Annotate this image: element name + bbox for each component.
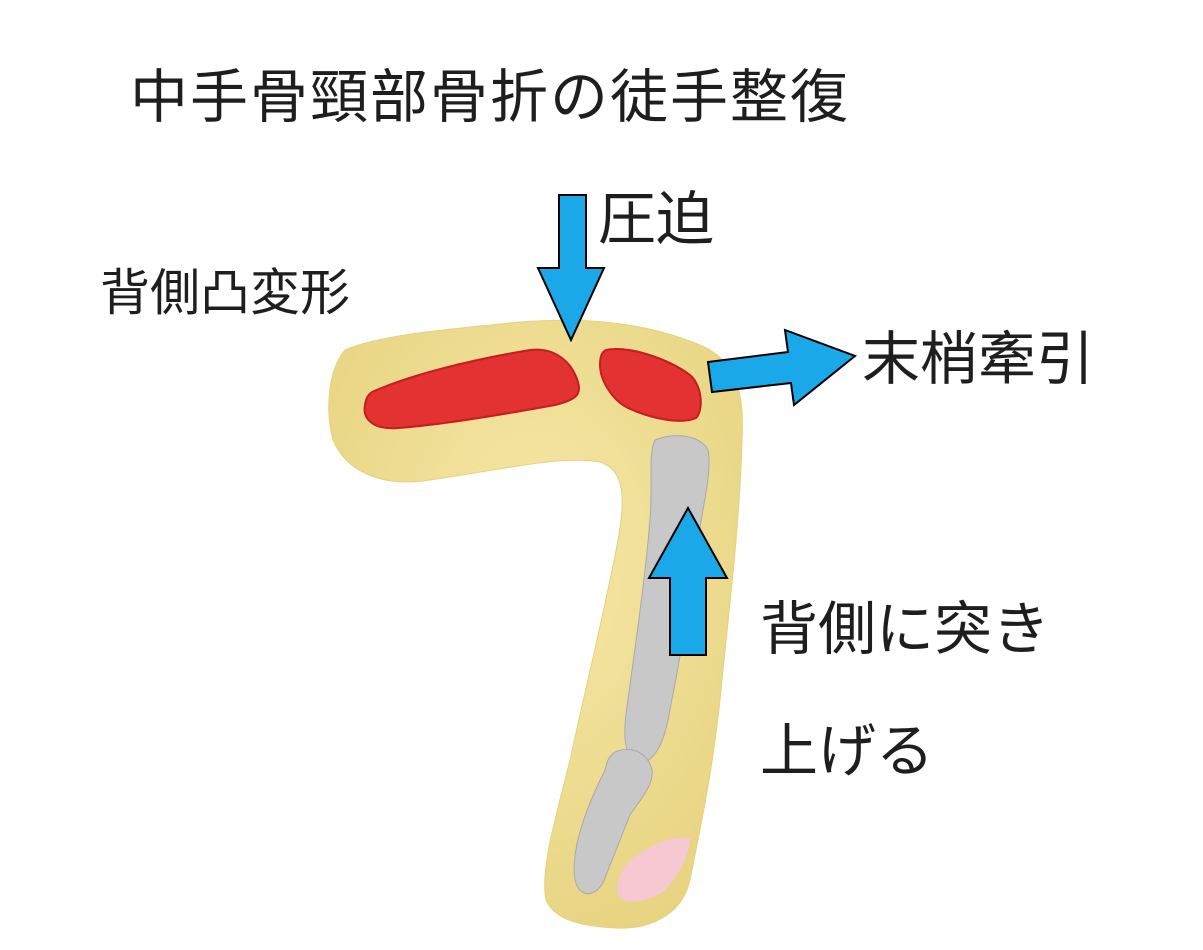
- compression-label: 圧迫: [598, 185, 715, 253]
- middle-phalanx-bone: [573, 748, 653, 894]
- distal-traction-label: 末梢牽引: [862, 325, 1095, 393]
- compression-arrow: [536, 194, 606, 343]
- push-up-label-line1: 背側に突き: [760, 595, 1051, 663]
- diagram-title: 中手骨頸部骨折の徒手整復: [130, 63, 851, 131]
- traction-arrow: [706, 328, 858, 407]
- dorsal-deformity-label: 背側凸変形: [100, 264, 350, 322]
- push-up-label-line2: 上げる: [760, 717, 935, 785]
- fingernail: [617, 837, 690, 902]
- metacarpal-shaft-fragment: [363, 348, 580, 430]
- metacarpal-head-fragment: [598, 348, 702, 422]
- push-up-arrow: [647, 505, 729, 656]
